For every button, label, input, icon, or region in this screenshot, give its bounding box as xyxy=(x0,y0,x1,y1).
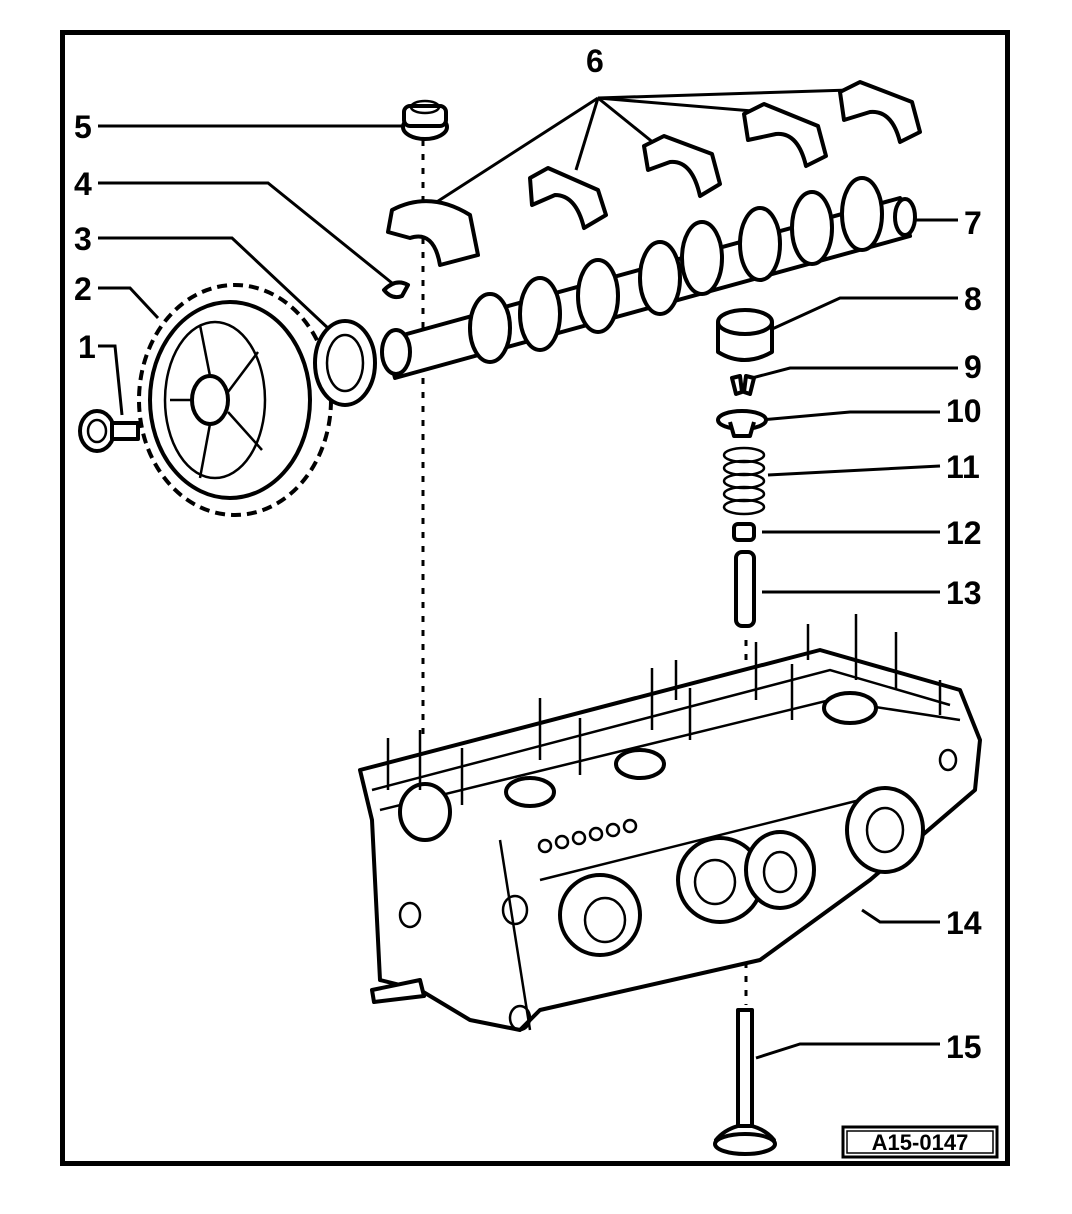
camshaft-sprocket-icon xyxy=(137,283,333,517)
callout-5: 5 xyxy=(74,109,92,145)
bolt-icon xyxy=(78,409,140,453)
camshaft-icon xyxy=(380,176,917,380)
callout-13: 13 xyxy=(946,575,982,611)
callout-2: 2 xyxy=(74,271,92,307)
callout-7: 7 xyxy=(964,205,982,241)
callout-4: 4 xyxy=(74,166,92,202)
valve-icon xyxy=(713,1008,777,1156)
callout-8: 8 xyxy=(964,281,982,317)
woodruff-key-icon xyxy=(382,280,410,300)
callout-3: 3 xyxy=(74,221,92,257)
nut-icon xyxy=(401,99,449,141)
valve-spring-icon xyxy=(722,446,766,516)
reference-code: A15-0147 xyxy=(872,1130,969,1155)
callout-9: 9 xyxy=(964,349,982,385)
reference-code-box: A15-0147 xyxy=(841,1125,999,1159)
valve-cotters-icon xyxy=(730,374,756,396)
callout-1: 1 xyxy=(78,329,96,365)
bucket-tappet-icon xyxy=(716,308,774,362)
diagram-frame xyxy=(60,30,1010,1166)
stem-seal-icon xyxy=(732,522,756,542)
valve-guide-icon xyxy=(734,550,756,628)
leader-lines xyxy=(98,88,958,1060)
callout-15: 15 xyxy=(946,1029,982,1065)
callout-6: 6 xyxy=(586,43,604,79)
callout-10: 10 xyxy=(946,393,982,429)
callout-14: 14 xyxy=(946,905,982,941)
spring-seat-icon xyxy=(716,409,768,438)
callout-11: 11 xyxy=(946,449,980,485)
oil-seal-icon xyxy=(313,319,377,407)
bearing-cap-icon xyxy=(386,80,922,267)
cylinder-head-icon xyxy=(358,614,982,1032)
callout-12: 12 xyxy=(946,515,982,551)
